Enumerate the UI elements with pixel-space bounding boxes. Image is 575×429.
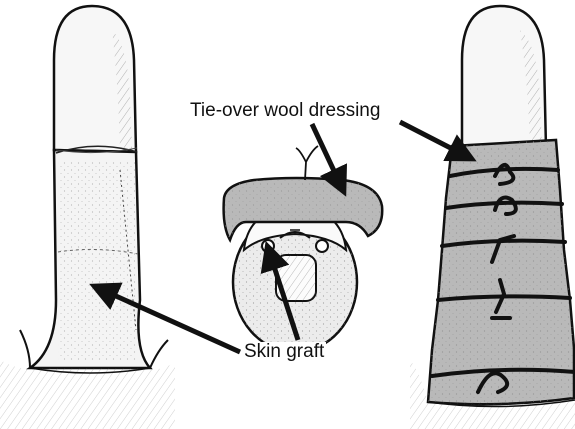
label-tie-over-wool-dressing: Tie-over wool dressing [188,101,382,121]
cross-section [224,146,383,352]
left-finger [0,6,175,429]
arrow-dressing-to-finger [400,122,470,158]
right-finger [410,6,575,429]
label-skin-graft: Skin graft [242,342,326,362]
